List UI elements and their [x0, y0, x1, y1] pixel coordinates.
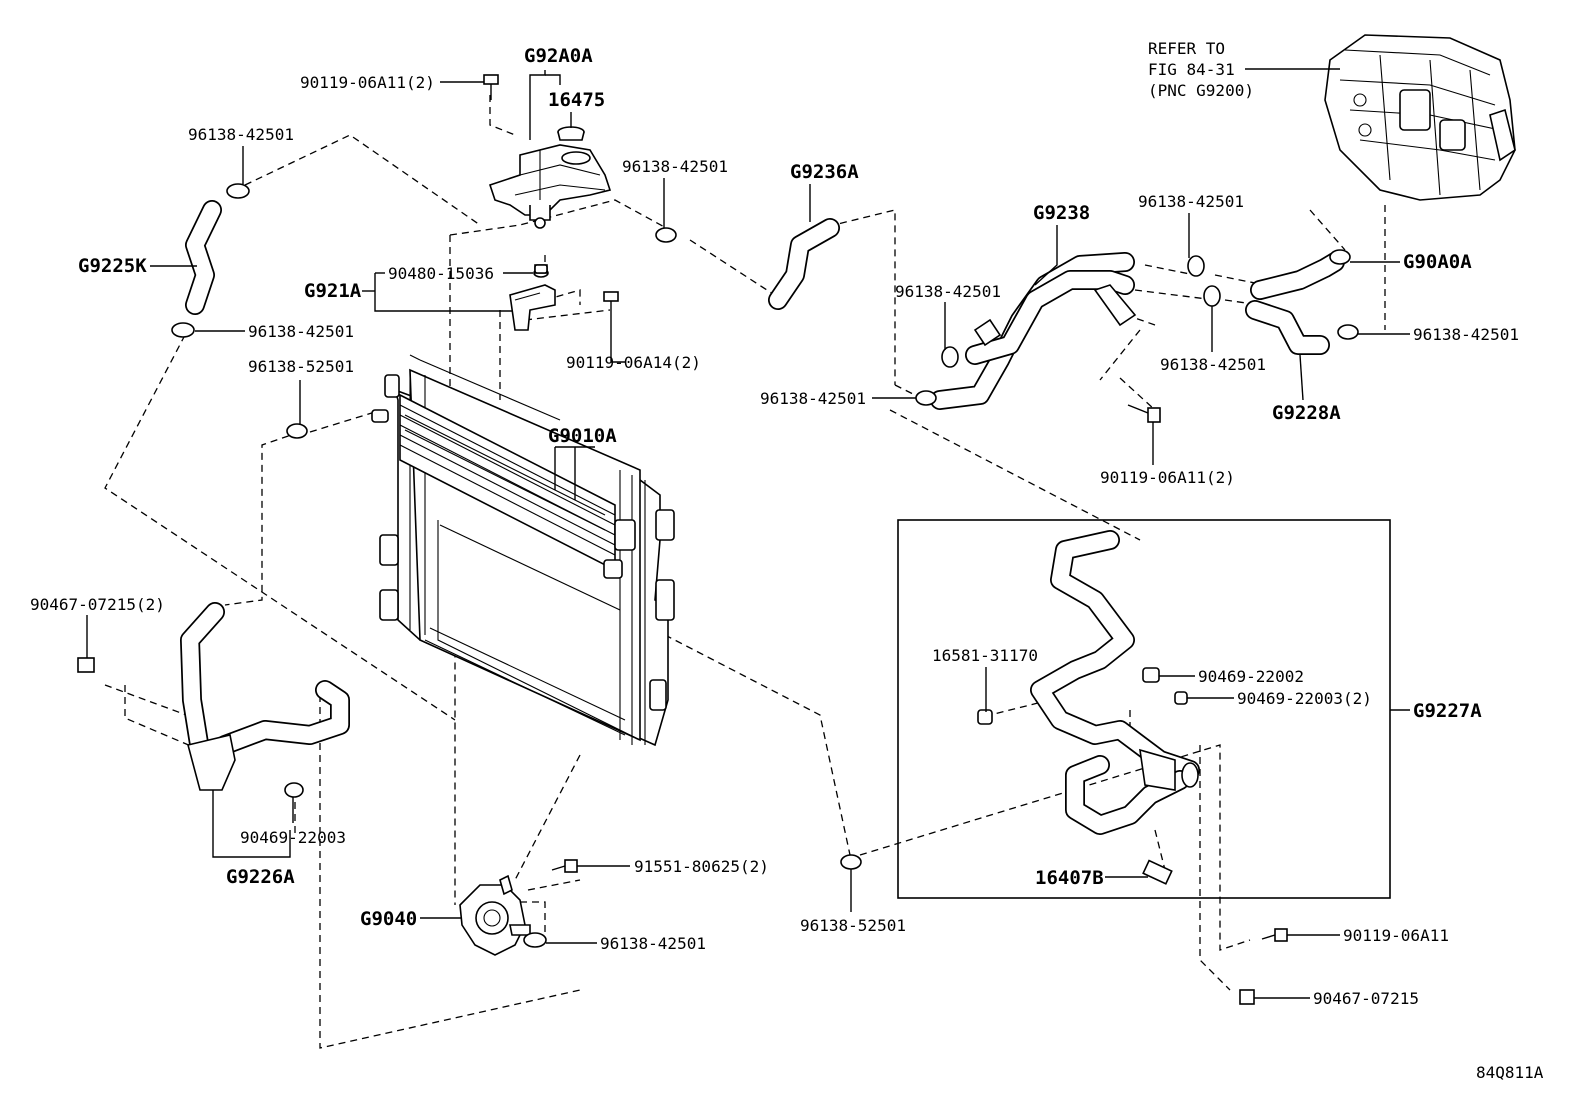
label-g9227a: G9227A [1413, 700, 1482, 722]
hose-clamp-icon [655, 227, 677, 243]
hose-clamp-icon [1187, 255, 1205, 277]
label-g9226a: G9226A [226, 866, 295, 888]
label-90119-06a11-2-top: 90119-06A11(2) [300, 73, 435, 92]
label-g9228a: G9228A [1272, 402, 1341, 424]
label-90469-22003-2: 90469-22003(2) [1237, 689, 1372, 708]
bolt-icon [1261, 928, 1288, 942]
label-90469-22003-left: 90469-22003 [240, 828, 346, 847]
radiator-assembly [371, 354, 675, 747]
label-96138-42501-g: 96138-42501 [1160, 355, 1266, 374]
sensor-icon [1142, 859, 1173, 885]
reference-note-line3: (PNC G9200) [1148, 81, 1254, 100]
label-96138-42501-c: 96138-42501 [248, 322, 354, 341]
label-96138-42501-d: 96138-42501 [895, 282, 1001, 301]
bolt-icon [551, 859, 578, 873]
label-96138-42501-a: 96138-42501 [188, 125, 294, 144]
label-g9010a: G9010A [548, 425, 617, 447]
label-90467-07215-2: 90467-07215(2) [30, 595, 165, 614]
hose-clamp-icon [284, 782, 304, 798]
label-96138-42501-b: 96138-42501 [622, 157, 728, 176]
hose-clamp-icon [941, 346, 959, 368]
label-16407b: 16407B [1035, 867, 1104, 889]
water-pump [459, 874, 531, 956]
label-g9238: G9238 [1033, 202, 1090, 224]
label-90119-06a14-2: 90119-06A14(2) [566, 353, 701, 372]
label-g9040: G9040 [360, 908, 417, 930]
label-g9225k: G9225K [78, 255, 147, 277]
bolt-icon [1127, 404, 1161, 423]
hose-clamp-icon [226, 183, 250, 199]
reservoir-tank [488, 126, 612, 229]
figure-code: 84Q811A [1476, 1063, 1544, 1082]
label-90469-22002: 90469-22002 [1198, 667, 1304, 686]
label-96138-42501-f: 96138-42501 [1138, 192, 1244, 211]
label-g921a: G921A [304, 280, 362, 302]
reservoir-bracket [509, 264, 556, 331]
label-90467-07215: 90467-07215 [1313, 989, 1419, 1008]
hose-clamp-icon [523, 932, 547, 948]
label-g9236a: G9236A [790, 161, 859, 183]
hose-clamp-icon [915, 390, 937, 406]
bolt-icon [1239, 989, 1255, 1005]
hose-clamp-icon [1329, 249, 1351, 265]
label-16475: 16475 [548, 89, 605, 111]
g9227a-detail-box [897, 519, 1391, 899]
hoses [180, 200, 1345, 835]
part-labels: REFER TO FIG 84-31 (PNC G9200) G92A0A 16… [30, 39, 1544, 1082]
cap-icon [534, 264, 548, 274]
reference-note-line2: FIG 84-31 [1148, 60, 1235, 79]
label-g90a0a: G90A0A [1403, 251, 1472, 273]
inverter-assembly [1324, 34, 1516, 201]
hose-clamp-icon [1174, 691, 1188, 705]
label-96138-42501-i: 96138-42501 [600, 934, 706, 953]
hose-clamp-icon [1142, 667, 1160, 683]
label-90119-06a11-2-right: 90119-06A11(2) [1100, 468, 1235, 487]
label-90480-15036: 90480-15036 [388, 264, 494, 283]
bolt-icon [77, 657, 95, 673]
hose-clamp-icon [286, 423, 308, 439]
label-90119-06a11: 90119-06A11 [1343, 926, 1449, 945]
label-96138-52501-a: 96138-52501 [248, 357, 354, 376]
assembly-dashed-lines [104, 95, 1386, 1049]
hose-clamp-icon [840, 854, 862, 870]
label-91551-80625-2: 91551-80625(2) [634, 857, 769, 876]
hose-clamp-icon [1337, 324, 1359, 340]
hardware [77, 74, 1359, 1005]
label-96138-42501-h: 96138-42501 [1413, 325, 1519, 344]
hose-clamp-icon [171, 322, 195, 338]
label-16581-31170: 16581-31170 [932, 646, 1038, 665]
leader-lines [86, 68, 1410, 999]
label-96138-52501-b: 96138-52501 [800, 916, 906, 935]
hose-clamp-icon [977, 709, 993, 725]
reference-note-line1: REFER TO [1148, 39, 1225, 58]
label-96138-42501-e: 96138-42501 [760, 389, 866, 408]
bolt-icon [483, 74, 499, 100]
label-g92a0a: G92A0A [524, 45, 593, 67]
hose-clamp-icon [1203, 285, 1221, 307]
bolt-icon [603, 291, 619, 318]
